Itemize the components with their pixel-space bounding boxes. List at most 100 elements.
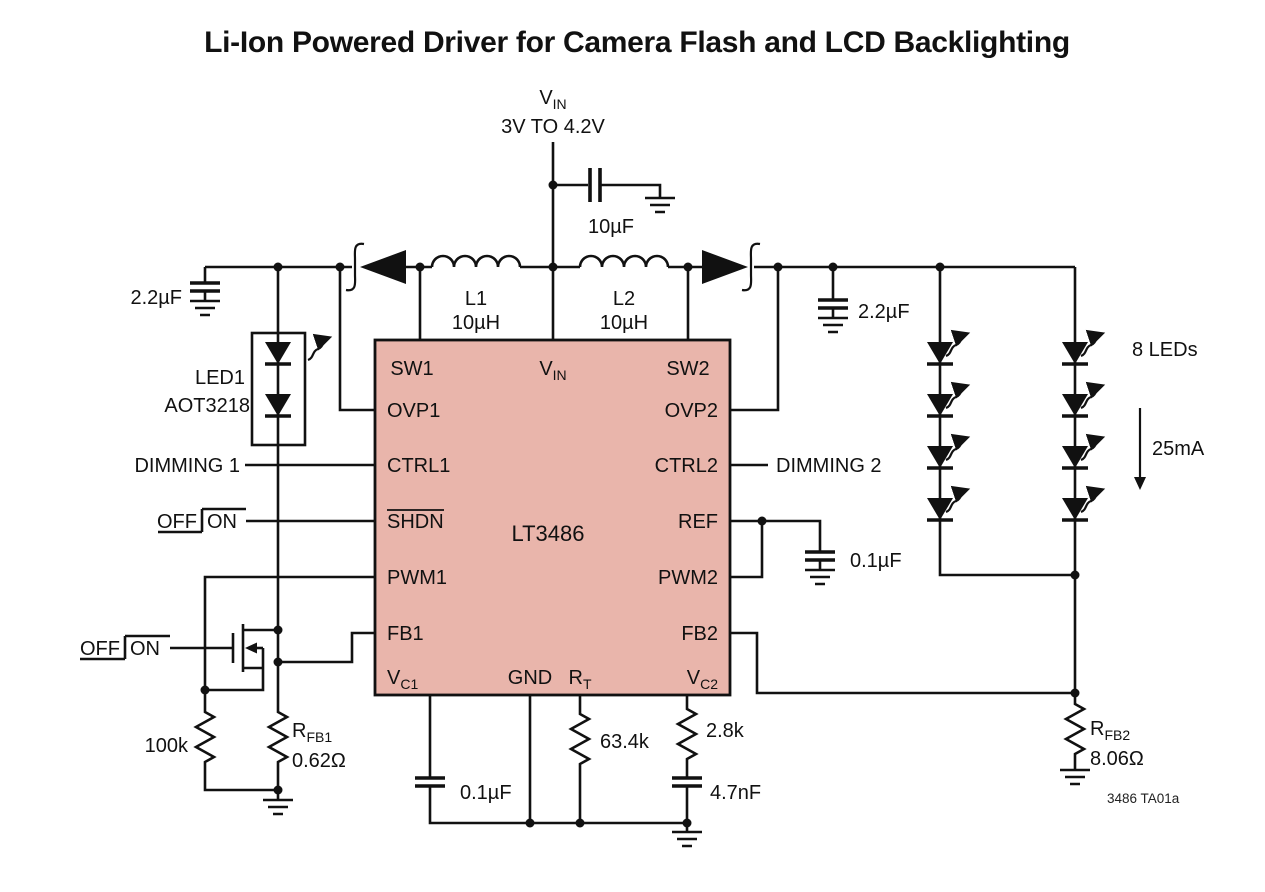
flash-led-branch: LED1 AOT3218	[164, 267, 333, 705]
schottky-cathode-curl	[345, 242, 365, 292]
capacitor-input-10uf: 10µF	[588, 168, 634, 238]
schottky-diode-left	[345, 242, 406, 292]
wire-input-cap-right	[600, 183, 662, 198]
ground-symbol-left-cap	[190, 299, 220, 317]
led-triangle	[927, 342, 953, 364]
vc2-res-value: 2.8k	[706, 720, 745, 742]
l1-name: L1	[465, 288, 487, 310]
led-triangle	[1062, 342, 1088, 364]
wire-ovp2	[730, 267, 780, 412]
led-light-arrow	[945, 329, 971, 358]
left-cap-value: 2.2µF	[130, 287, 182, 309]
schematic-title: Li-Ion Powered Driver for Camera Flash a…	[204, 26, 1070, 59]
l2-name: L2	[613, 288, 635, 310]
led-triangle	[1062, 446, 1088, 468]
led-triangle	[265, 342, 291, 364]
dimming1-label: DIMMING 1	[134, 455, 240, 477]
junction-dot	[682, 818, 692, 828]
led-triangle	[927, 394, 953, 416]
shdn-off-on-switch[interactable]: OFF ON	[157, 507, 246, 534]
inductor-l1: L1 10µH	[430, 254, 522, 334]
ic-part-number: LT3486	[512, 521, 585, 546]
rfb2-name: RFB2	[1090, 718, 1130, 743]
pin-label-vc1: VC1	[387, 667, 418, 692]
ic-lt3486: LT3486 SW1 VIN SW2 OVP1 OVP2 CTRL1 CTRL2…	[373, 338, 732, 697]
ic-body	[373, 338, 732, 697]
vin-range-label: 3V TO 4.2V	[501, 116, 605, 138]
input-cap-value: 10µF	[588, 216, 634, 238]
top-rail: L1 10µH L2 10µH	[205, 242, 1075, 340]
led-light-arrow	[945, 381, 971, 410]
junction-dot	[200, 685, 210, 695]
rfb2-value: 8.06Ω	[1090, 748, 1144, 770]
led-triangle	[265, 394, 291, 416]
pin-label-pwm1: PWM1	[387, 567, 447, 589]
wire-bottom-rail	[428, 786, 687, 825]
vc1-cap-value: 0.1µF	[460, 782, 512, 804]
capacitor-plates	[190, 281, 220, 293]
junction-dot	[273, 262, 283, 272]
pin-label-ctrl1: CTRL1	[387, 455, 450, 477]
mosfet-q1: OFF ON	[80, 624, 278, 692]
right-pin-wiring: DIMMING 2 0.1µF	[730, 267, 1075, 695]
diode-triangle	[702, 250, 748, 284]
pin-label-fb1: FB1	[387, 623, 424, 645]
junction-dot	[1070, 688, 1080, 698]
capacitor-plates	[588, 168, 602, 202]
pin-label-ctrl2: CTRL2	[655, 455, 718, 477]
junction-dot	[273, 657, 283, 667]
wire-string1	[938, 267, 1075, 577]
wire-ref	[730, 519, 822, 552]
junction-dot	[525, 818, 535, 828]
junction-dot	[683, 262, 693, 272]
led-light-arrow	[1080, 485, 1106, 514]
led-triangle	[1062, 394, 1088, 416]
level-step-symbol	[158, 507, 246, 534]
pin-label-fb2: FB2	[681, 623, 718, 645]
pin-label-sw1: SW1	[390, 358, 433, 380]
junction-dot	[548, 262, 558, 272]
capacitor-vc2-plates	[672, 776, 702, 788]
wire-pwm1	[203, 575, 375, 705]
resistor-100k	[193, 705, 217, 770]
dimming2-label: DIMMING 2	[776, 455, 882, 477]
pin-label-pwm2: PWM2	[658, 567, 718, 589]
pin-label-vin: VIN	[539, 358, 566, 383]
pin-label-ovp2: OVP2	[665, 400, 718, 422]
resistor-vc2	[675, 705, 699, 763]
bottom-components: 0.1µF 63.4k 2.8k 4.7nF	[415, 695, 761, 848]
ref-cap-value: 0.1µF	[850, 550, 902, 572]
ground-symbol-ref	[805, 568, 835, 586]
junction-dot	[335, 262, 345, 272]
junction-dot	[273, 785, 283, 795]
resistor-rfb1	[266, 705, 290, 770]
schottky-cathode-curl	[741, 242, 761, 292]
wire-100k-return	[203, 770, 278, 792]
led-string-2	[1062, 267, 1106, 693]
input-source: VIN 3V TO 4.2V 10µF	[501, 87, 675, 340]
capacitor-right-2u2: 2.2µF	[818, 267, 910, 334]
wire-fb1	[278, 631, 375, 664]
ground-symbol-input	[645, 196, 675, 214]
inductor-coil	[430, 254, 522, 268]
junction-dot	[935, 262, 945, 272]
rt-value: 63.4k	[600, 731, 650, 753]
rfb1-name: RFB1	[292, 720, 332, 745]
led-light-arrow	[1080, 329, 1106, 358]
capacitor-vc1-plates	[415, 776, 445, 788]
pin-label-rt: RT	[568, 667, 591, 692]
inductor-coil	[578, 254, 670, 268]
junction-dot	[273, 625, 283, 635]
junction-dot	[548, 180, 558, 190]
ground-symbol-right-cap	[818, 316, 848, 334]
current-arrowhead	[1134, 477, 1146, 490]
led-triangle	[927, 446, 953, 468]
shdn-on-label: ON	[207, 511, 237, 533]
schottky-diode-right	[702, 242, 761, 292]
ground-symbol-flash	[263, 798, 293, 816]
gate-off-on-switch[interactable]: OFF ON	[80, 634, 170, 661]
capacitor-left-2u2: 2.2µF	[130, 267, 220, 317]
gate-off-label: OFF	[80, 638, 120, 660]
led-current-label: 25mA	[1152, 438, 1205, 460]
vin-label: VIN	[539, 87, 566, 112]
